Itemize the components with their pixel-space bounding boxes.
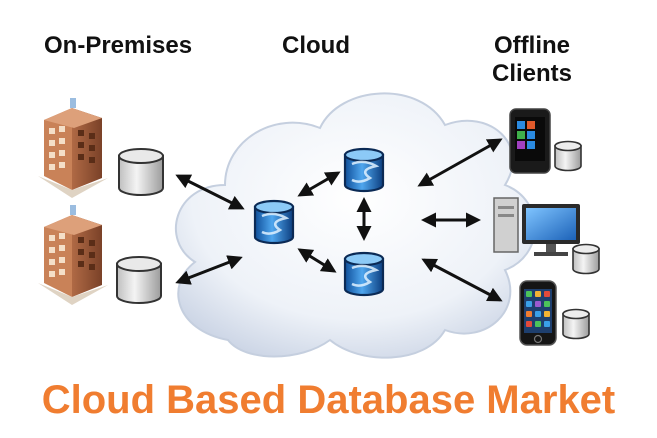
connection-arrows <box>175 138 503 302</box>
arrow-cloud-db-left-to-top <box>297 171 341 197</box>
offline-clients-heading-line2: Clients <box>491 60 572 87</box>
database-icon <box>554 140 582 172</box>
arrow-onprem-bottom-to-cloud <box>175 255 243 285</box>
offline-clients-heading: Offline Clients <box>462 32 602 88</box>
database-icon <box>572 243 600 275</box>
cloud-heading: Cloud <box>282 32 350 59</box>
arrow-cloud-to-smartphone <box>417 138 503 187</box>
cloud-database-icon <box>343 147 385 193</box>
cloud-database-icon <box>343 251 385 297</box>
on-premises-heading: On-Premises <box>44 32 193 59</box>
desktop-computer-icon <box>493 197 580 256</box>
iphone-icon <box>519 280 557 346</box>
database-icon <box>118 148 164 196</box>
smartphone-icon <box>509 108 551 174</box>
market-title: Cloud Based Database Market <box>41 378 616 422</box>
cloud-shape <box>174 92 536 359</box>
office-building-icon <box>38 98 108 198</box>
arrow-cloud-to-iphone <box>421 258 503 302</box>
database-icon <box>116 256 162 304</box>
cloud-database-icon <box>253 199 295 245</box>
arrow-onprem-top-to-cloud <box>175 174 245 210</box>
database-icon <box>562 308 590 340</box>
offline-clients-heading-line1: Offline <box>494 32 570 59</box>
arrow-cloud-db-left-to-bottom <box>297 248 337 273</box>
office-building-icon <box>38 205 108 305</box>
